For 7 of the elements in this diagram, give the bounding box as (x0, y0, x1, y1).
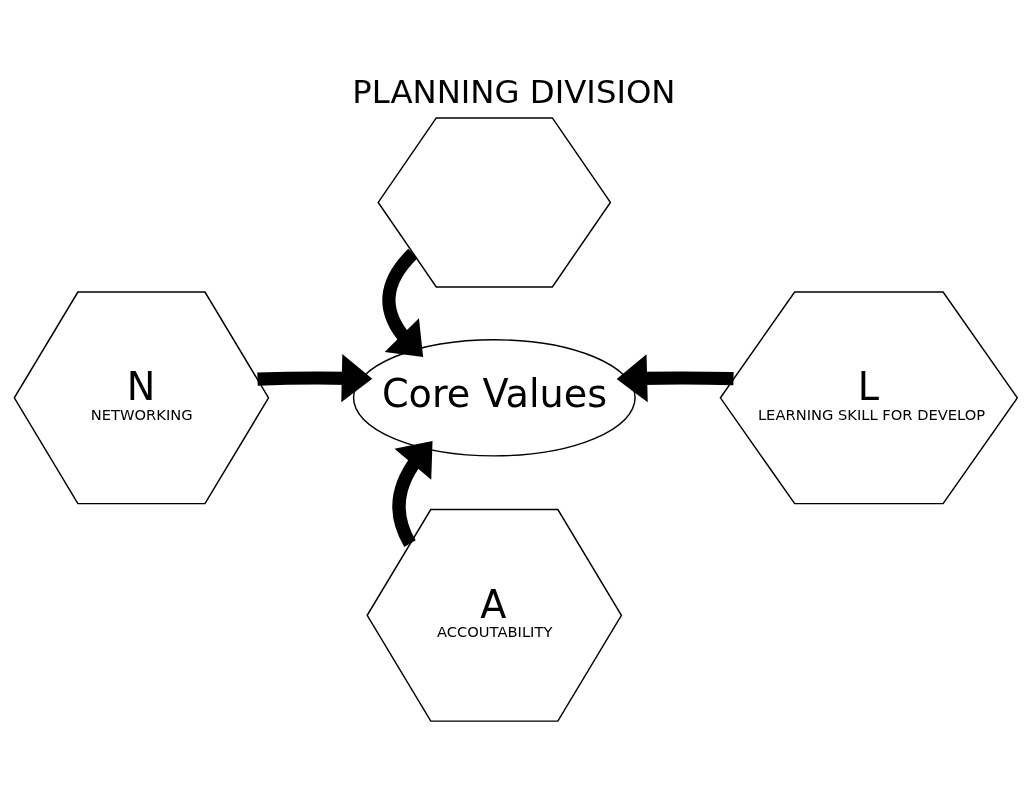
node-hexagon (377, 116, 612, 288)
arrow (616, 353, 734, 402)
diagram-title: PLANNING DIVISION (352, 72, 676, 111)
arrow (392, 440, 433, 547)
node-ellipse: Core Values (352, 338, 636, 457)
arrow (382, 248, 424, 357)
arrow (257, 353, 373, 402)
